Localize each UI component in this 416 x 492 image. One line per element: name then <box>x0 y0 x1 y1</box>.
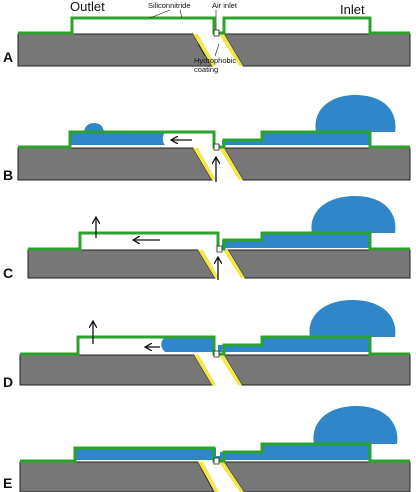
hydrophobic-coating-left <box>193 34 216 66</box>
substrate-right <box>223 33 411 67</box>
air-inlet-hole <box>213 457 220 465</box>
substrate-left <box>27 249 216 279</box>
substrate-left <box>19 461 215 492</box>
substrate-left <box>19 354 213 386</box>
panel-c-letter: C <box>3 265 13 281</box>
air-inlet-hole <box>213 350 220 358</box>
outlet-label: Outlet <box>70 0 105 14</box>
panel-a-letter: A <box>3 49 13 65</box>
membrane <box>20 442 410 463</box>
hydrophobic-coating-left <box>194 355 216 385</box>
inlet-droplet <box>313 406 398 444</box>
hydrophobic-coating-right <box>219 34 243 66</box>
panel-b-letter: B <box>3 167 13 183</box>
air-inlet-label: Air inlet <box>212 1 238 10</box>
hydrophobic-coating-right <box>223 250 245 278</box>
hydrophobic-label-line2: coating <box>194 65 218 74</box>
panel-d-letter: D <box>3 374 13 390</box>
substrate-right <box>227 249 411 279</box>
air-inlet-hole <box>216 245 223 253</box>
siliconnitride-leader-2 <box>179 9 183 19</box>
hydrophobic-coating-right <box>219 355 242 385</box>
substrate-left <box>17 33 213 67</box>
water-channel-inlet <box>222 132 370 145</box>
water-channel-inlet <box>218 337 370 352</box>
water-channel-outlet <box>161 337 214 352</box>
hydrophobic-leader-1 <box>197 43 206 57</box>
siliconnitride-label: Siliconnitride <box>148 1 191 10</box>
hydrophobic-coating-right <box>219 148 243 180</box>
membrane <box>20 335 410 356</box>
panel-c: C <box>3 196 411 281</box>
inlet-droplet <box>315 95 396 132</box>
hydrophobic-coating-left <box>198 250 219 278</box>
water-channel-inlet <box>222 233 370 248</box>
air-inlet-hole <box>213 29 220 37</box>
air-inlet-hole <box>213 143 220 151</box>
panel-e-letter: E <box>3 475 12 491</box>
hydrophobic-coating-left <box>193 148 216 180</box>
substrate-right <box>223 354 411 386</box>
hydrophobic-leader-2 <box>214 43 220 57</box>
substrate-right <box>223 147 411 181</box>
inlet-label: Inlet <box>340 2 365 17</box>
panel-e: E <box>3 406 411 492</box>
hydrophobic-coating-left <box>198 462 219 492</box>
membrane <box>18 130 410 149</box>
panel-b: B <box>3 95 411 183</box>
water-channel-outlet <box>70 132 165 145</box>
panel-a: Outlet Inlet Siliconnitride Air inlet Hy… <box>3 0 411 74</box>
inlet-droplet <box>309 300 396 337</box>
substrate-right <box>223 461 411 492</box>
membrane <box>28 231 410 251</box>
panel-d: D <box>3 300 411 390</box>
substrate-left <box>17 147 213 181</box>
inlet-droplet <box>311 196 396 233</box>
hydrophobic-label-line1: Hydrophobic <box>194 56 236 65</box>
siliconnitride-leader-1 <box>149 9 171 19</box>
hydrophobic-coating-right <box>219 462 244 492</box>
